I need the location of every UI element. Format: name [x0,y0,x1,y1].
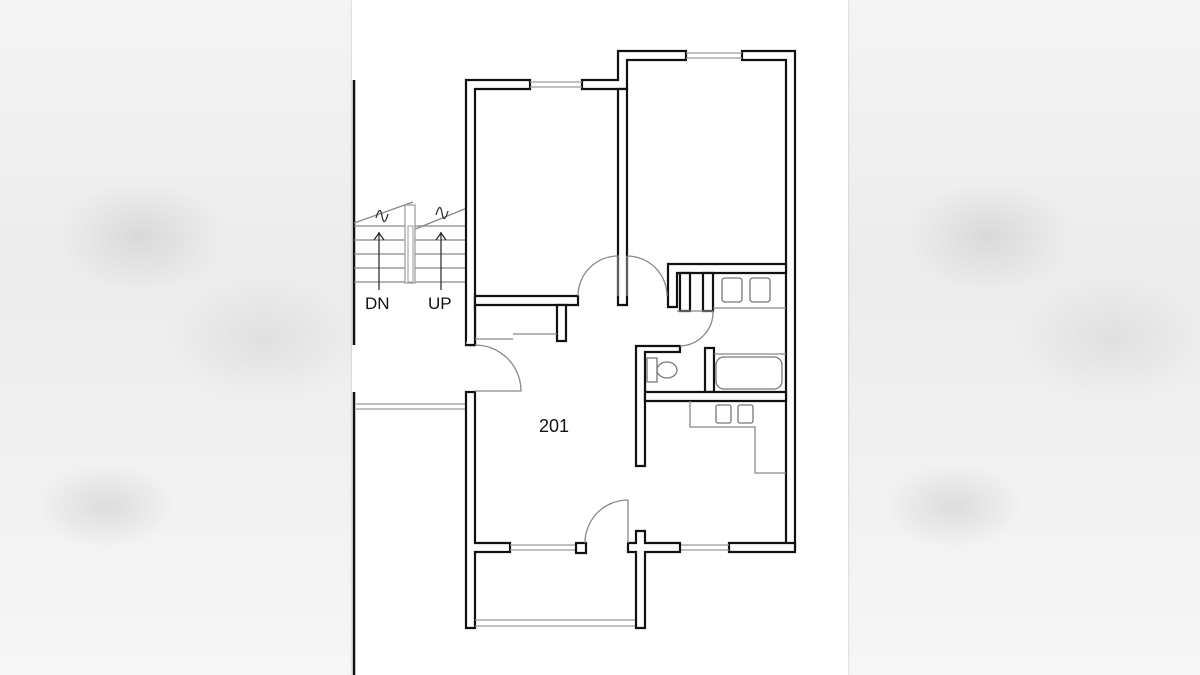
dryer-icon [749,277,771,303]
bathroom-fixtures [646,353,786,390]
blurred-background-left [0,0,352,675]
floor-plan-sheet: DN UP [352,0,848,675]
sink-icon [737,404,754,424]
windows [475,52,742,627]
stair-label-up: UP [428,294,452,313]
toilet-bowl-icon [656,361,678,379]
stove-burner-icon [715,404,732,424]
break-mark-icon [435,206,449,220]
down-arrow-icon [373,231,385,290]
unit-number-label: 201 [539,416,569,436]
bathtub-icon [715,356,783,390]
exterior-walls [464,49,797,630]
kitchen-fixtures [689,401,786,474]
doors [474,255,714,544]
laundry-fixtures [713,277,786,309]
interior-walls [466,87,788,630]
stair-label-down: DN [365,294,390,313]
blurred-background-right [848,0,1200,675]
break-mark-icon [375,209,389,223]
up-arrow-icon [435,231,447,290]
washer-icon [721,277,743,303]
floor-plan-drawing: DN UP [352,49,797,675]
stairwell [353,201,468,290]
toilet-tank-icon [646,357,658,383]
